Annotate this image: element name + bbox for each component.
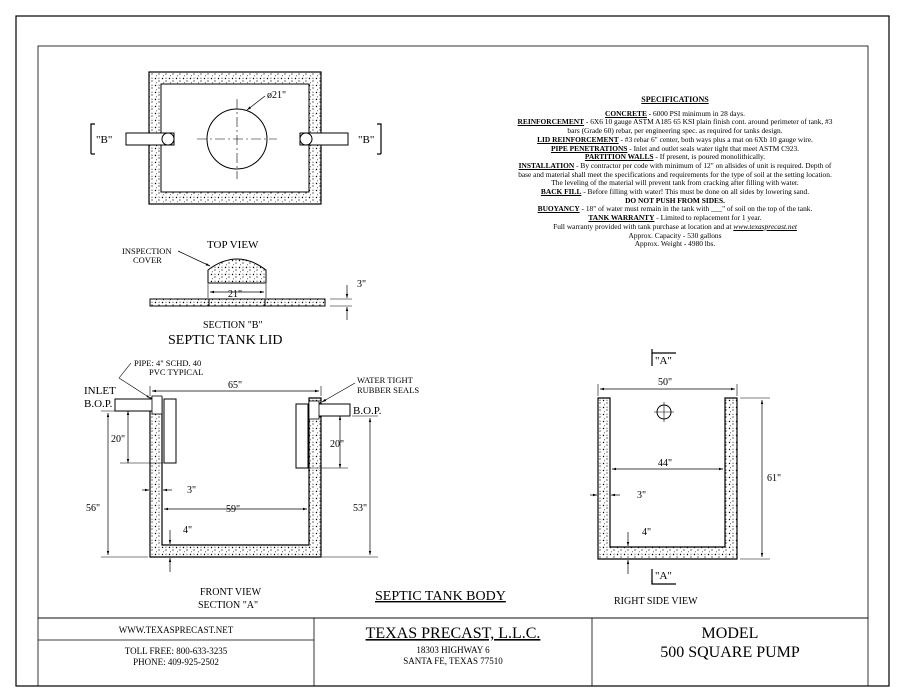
spec-reinforcement-label: REINFORCEMENT <box>517 117 585 127</box>
lid-title: SEPTIC TANK LID <box>168 333 283 348</box>
outlet-bop-label: B.O.P. <box>353 405 382 417</box>
front-inner-width: 59" <box>226 504 240 515</box>
spec-concrete-label: CONCRETE <box>604 108 647 118</box>
side-floor-label: 4" <box>642 527 651 538</box>
title-block <box>37 617 869 686</box>
section-a-caption: SECTION "A" <box>198 600 258 611</box>
address-line1: 18303 HIGHWAY 6 <box>416 645 490 655</box>
outlet-drop-label: 20" <box>330 439 344 450</box>
side-inner-width: 44" <box>658 458 672 469</box>
spec-buoyancy-text: - 18" of water must remain in the tank w… <box>579 204 813 214</box>
spec-lid: LID REINFORCEMENT - #3 rebar 6" center, … <box>515 134 835 145</box>
spec-backfill: BACK FILL - Before filling with water! T… <box>515 187 835 197</box>
lid-width-label: 21" <box>228 289 242 300</box>
side-outer-width: 50" <box>658 377 672 388</box>
inlet-label: INLET <box>84 385 116 397</box>
spec-buoyancy: BUOYANCY - 18" of water must remain in t… <box>515 205 835 214</box>
top-plan-view <box>90 71 382 205</box>
spec-partition: PARTITION WALLS - If present, is poured … <box>515 152 835 162</box>
front-view-caption: FRONT VIEW <box>200 587 262 598</box>
spec-installation-text: - By contractor per code with minimum of… <box>518 160 832 188</box>
outer-border <box>15 15 890 687</box>
lid-top-view-label: TOP VIEW <box>207 239 259 251</box>
top-diameter-label: ø21" <box>267 90 286 101</box>
side-wall-label: 3" <box>637 490 646 501</box>
spec-no-push: DO NOT PUSH FROM SIDES. <box>515 195 835 206</box>
toll-free-label: TOLL FREE: 800-633-3235 <box>125 646 228 656</box>
spec-full-warranty: Full warranty provided with tank purchas… <box>515 221 835 232</box>
spec-pipe: PIPE PENETRATIONS - Inlet and outlet sea… <box>515 143 835 154</box>
spec-weight: Approx. Weight - 4980 lbs. <box>634 239 716 249</box>
front-floor-label: 4" <box>183 525 192 536</box>
spec-concrete-text: - 6000 PSI minimum in 28 days. <box>646 108 746 118</box>
front-wall-label: 3" <box>187 485 196 496</box>
side-view-caption: RIGHT SIDE VIEW <box>614 596 698 607</box>
lid-section <box>149 250 352 320</box>
spec-pipe-label: PIPE PENETRATIONS <box>550 143 628 153</box>
section-b-right-label: "B" <box>358 134 374 146</box>
specifications-block: SPECIFICATIONS CONCRETE - 6000 PSI minim… <box>515 95 835 249</box>
spec-lid-text: - #3 rebar 6" center, both ways plus a m… <box>618 134 813 144</box>
specifications-heading: SPECIFICATIONS <box>641 95 709 104</box>
spec-backfill-text: - Before filling with water! This must b… <box>581 187 810 197</box>
spec-capacity: Approx. Capacity - 530 gallons <box>628 230 722 240</box>
side-height: 61" <box>767 473 781 484</box>
spec-warranty: TANK WARRANTY - Limited to replacement f… <box>515 213 835 223</box>
section-a-bottom-label: "A" <box>655 570 672 582</box>
spec-warranty-link[interactable]: www.texasprecast.net <box>733 221 797 231</box>
spec-backfill-label: BACK FILL <box>540 187 582 197</box>
section-b-caption: SECTION "B" <box>203 320 263 331</box>
spec-reinforcement: REINFORCEMENT - 6X6 10 gauge ASTM A185 6… <box>515 118 835 135</box>
lid-thickness-label: 3" <box>357 279 366 290</box>
company-name: TEXAS PRECAST, L.L.C. <box>366 625 541 642</box>
inlet-drop-label: 20" <box>111 434 125 445</box>
spec-partition-text: - If present, is poured monolithically. <box>653 152 766 162</box>
front-view-section <box>101 362 378 572</box>
phone-label: PHONE: 409-925-2502 <box>133 657 219 667</box>
pipe-note-line2: PVC TYPICAL <box>149 367 203 377</box>
section-a-top-label: "A" <box>655 355 672 367</box>
spec-installation-label: INSTALLATION <box>518 160 575 170</box>
section-b-left-label: "B" <box>96 134 112 146</box>
right-side-view <box>590 349 770 585</box>
spec-full-warranty-text: Full warranty provided with tank purchas… <box>553 221 734 231</box>
seals-line2: RUBBER SEALS <box>357 385 419 395</box>
spec-installation: INSTALLATION - By contractor per code wi… <box>515 160 835 188</box>
spec-buoyancy-label: BUOYANCY <box>537 204 580 214</box>
spec-concrete: CONCRETE - 6000 PSI minimum in 28 days. <box>515 108 835 119</box>
model-label: MODEL <box>702 625 759 642</box>
body-title: SEPTIC TANK BODY <box>375 589 506 604</box>
spec-pipe-text: - Inlet and outlet seals water tight tha… <box>627 143 800 153</box>
seals-line1: WATER TIGHT <box>357 375 414 385</box>
spec-lid-label: LID REINFORCEMENT <box>537 134 619 144</box>
spec-partition-label: PARTITION WALLS <box>584 152 654 162</box>
front-height: 56" <box>86 503 100 514</box>
spec-warranty-label: TANK WARRANTY <box>588 213 655 223</box>
front-inner-height: 53" <box>353 503 367 514</box>
inspection-cover-line1: INSPECTION <box>122 246 172 256</box>
spec-no-push-text: DO NOT PUSH FROM SIDES. <box>625 195 725 205</box>
front-outer-width: 65" <box>228 380 242 391</box>
spec-warranty-text: - Limited to replacement for 1 year. <box>654 213 762 223</box>
model-name: 500 SQUARE PUMP <box>660 644 800 661</box>
website-label[interactable]: WWW.TEXASPRECAST.NET <box>119 625 234 635</box>
inspection-cover-line2: COVER <box>133 255 162 265</box>
address-line2: SANTA FE, TEXAS 77510 <box>403 656 503 666</box>
spec-reinforcement-text: - 6X6 10 gauge ASTM A185 65 KSI plain fi… <box>567 117 833 136</box>
inlet-bop-label: B.O.P. <box>84 398 113 410</box>
pipe-note-line1: PIPE: 4" SCHD. 40 <box>134 358 201 368</box>
